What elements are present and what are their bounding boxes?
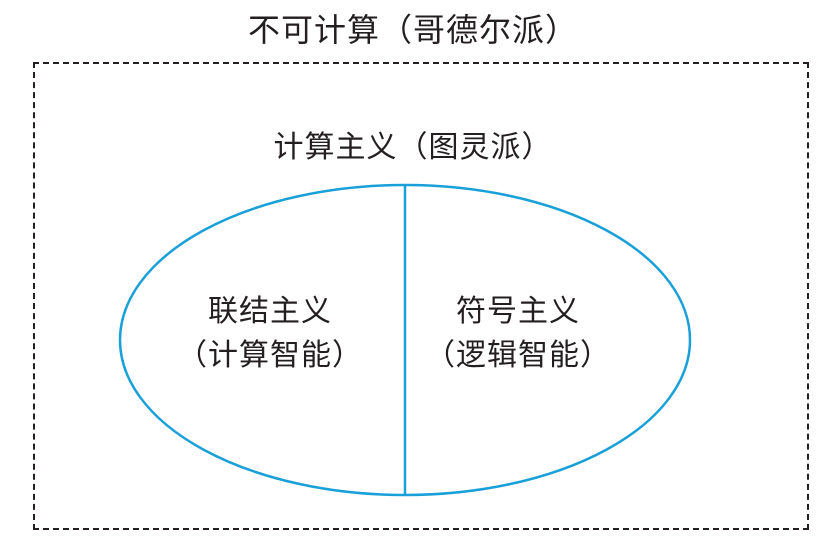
connectionism-label: 联结主义 (208, 294, 332, 329)
outer-title: 不可计算（哥德尔派） (247, 11, 578, 49)
connectionism-region-label: 联结主义 （计算智能） (150, 290, 390, 378)
symbolism-label: 符号主义 (456, 294, 580, 329)
outer-dashed-boundary (33, 62, 809, 530)
inner-title: 计算主义（图灵派） (273, 130, 553, 165)
symbolism-region-label: 符号主义 （逻辑智能） (398, 290, 638, 378)
logical-intelligence-label: （逻辑智能） (425, 338, 611, 373)
computational-intelligence-label: （计算智能） (177, 338, 363, 373)
